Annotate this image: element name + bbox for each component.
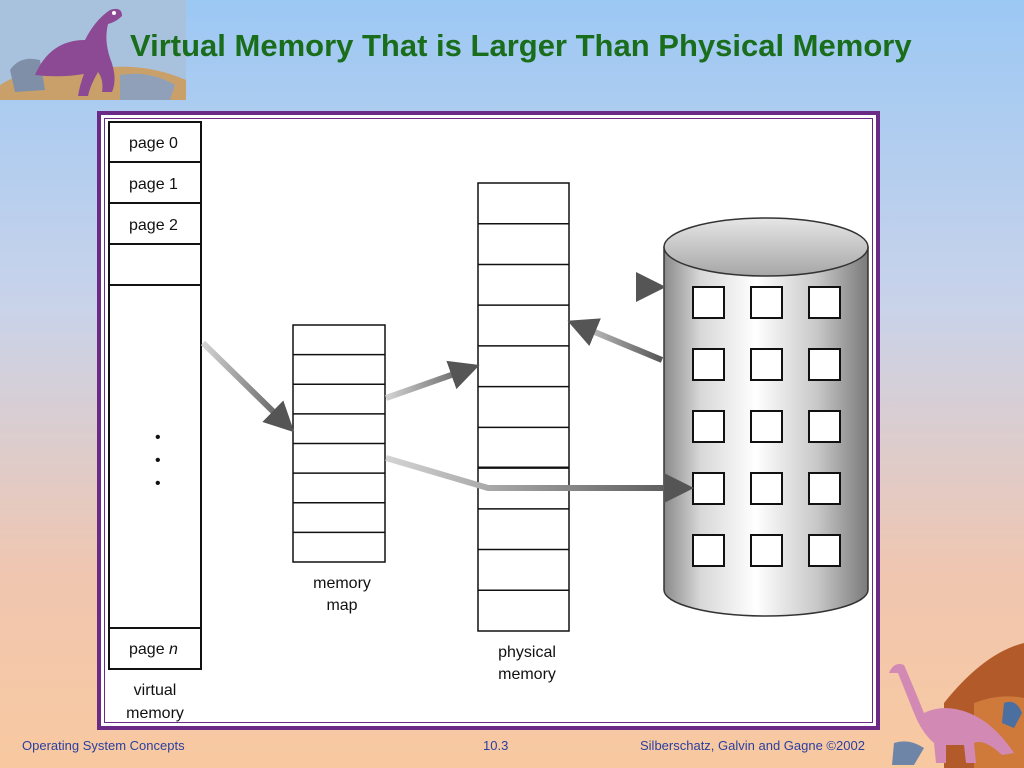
virtual-memory-label: memory [126, 705, 184, 722]
disk-block [692, 410, 725, 443]
ellipsis-dot: • [155, 452, 161, 469]
disk-block [808, 286, 841, 319]
physical-memory-label: physical [498, 644, 556, 661]
ellipsis-dot: • [155, 429, 161, 446]
memory-map-label: map [326, 597, 357, 614]
arrow-disk-to-physical [567, 318, 664, 363]
page-n-label: page n [129, 641, 178, 658]
virtual-memory-label: virtual [134, 682, 177, 699]
disk-block [808, 534, 841, 567]
memory-map-label: memory [313, 575, 371, 592]
dinosaur-bottom-right-icon [889, 643, 1024, 768]
disk-block [750, 472, 783, 505]
page-0-label: page 0 [129, 135, 178, 152]
memory-map: memory map [292, 324, 386, 614]
disk-block [750, 410, 783, 443]
footer-slide-number: 10.3 [483, 738, 509, 753]
physical-memory: physical memory [477, 182, 570, 683]
disk-block [692, 472, 725, 505]
disk-block [692, 348, 725, 381]
disk-block [808, 348, 841, 381]
physical-memory-label: memory [498, 666, 556, 683]
disk-block [750, 348, 783, 381]
disk-block [808, 472, 841, 505]
page-title: Virtual Memory That is Larger Than Physi… [130, 28, 912, 63]
disk-block [750, 534, 783, 567]
page-1-label: page 1 [129, 176, 178, 193]
virtual-memory: page 0 page 1 page 2 • • • page n virtua… [108, 121, 202, 722]
disk-block [692, 286, 725, 319]
arrow-map-to-physical [385, 360, 480, 401]
mapping-arrows [200, 272, 694, 503]
footer-course: Operating System Concepts [22, 738, 185, 753]
dinosaur-top-left-icon [0, 0, 186, 100]
arrow-map-to-disk [385, 455, 694, 503]
arrow-virtual-to-map [200, 340, 295, 433]
disk-block [808, 410, 841, 443]
disk-cylinder-icon [663, 217, 869, 617]
disk-block [692, 534, 725, 567]
ellipsis-dot: • [155, 475, 161, 492]
page-2-label: page 2 [129, 217, 178, 234]
disk-block [750, 286, 783, 319]
footer-copyright: Silberschatz, Galvin and Gagne ©2002 [640, 738, 865, 753]
